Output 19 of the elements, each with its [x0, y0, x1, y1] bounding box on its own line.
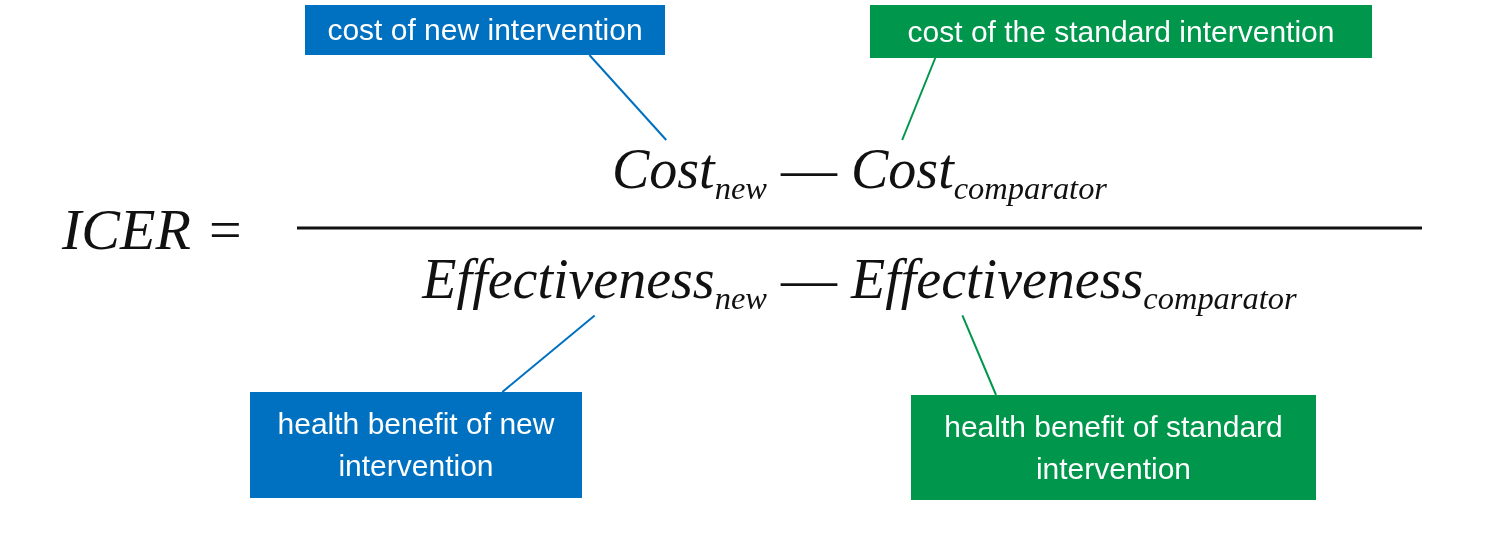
minus-sign: —	[781, 140, 837, 199]
formula-term: Cost$_{comparator}$	[851, 140, 1107, 206]
minus-sign: —	[781, 250, 837, 309]
leader-line	[501, 314, 596, 393]
formula-term: Effectiveness$_{comparator}$	[851, 250, 1297, 316]
callout-text: health benefit of new intervention	[276, 406, 556, 484]
formula-term: Effectiveness$_{new}$	[422, 250, 767, 316]
leader-line	[901, 57, 937, 141]
callout-box	[250, 392, 582, 498]
leader-line	[961, 314, 998, 396]
callout-text: health benefit of standard intervention	[943, 408, 1284, 487]
callout-text: cost of the standard intervention	[907, 13, 1335, 50]
formula-label: ICER =	[62, 196, 245, 263]
callout-box	[305, 5, 665, 55]
callout-box	[870, 5, 1372, 58]
leader-line	[588, 54, 668, 141]
callout-box	[911, 395, 1316, 500]
callout-text: cost of new intervention	[327, 12, 643, 48]
formula-term: Cost$_{new}$	[611, 140, 767, 206]
